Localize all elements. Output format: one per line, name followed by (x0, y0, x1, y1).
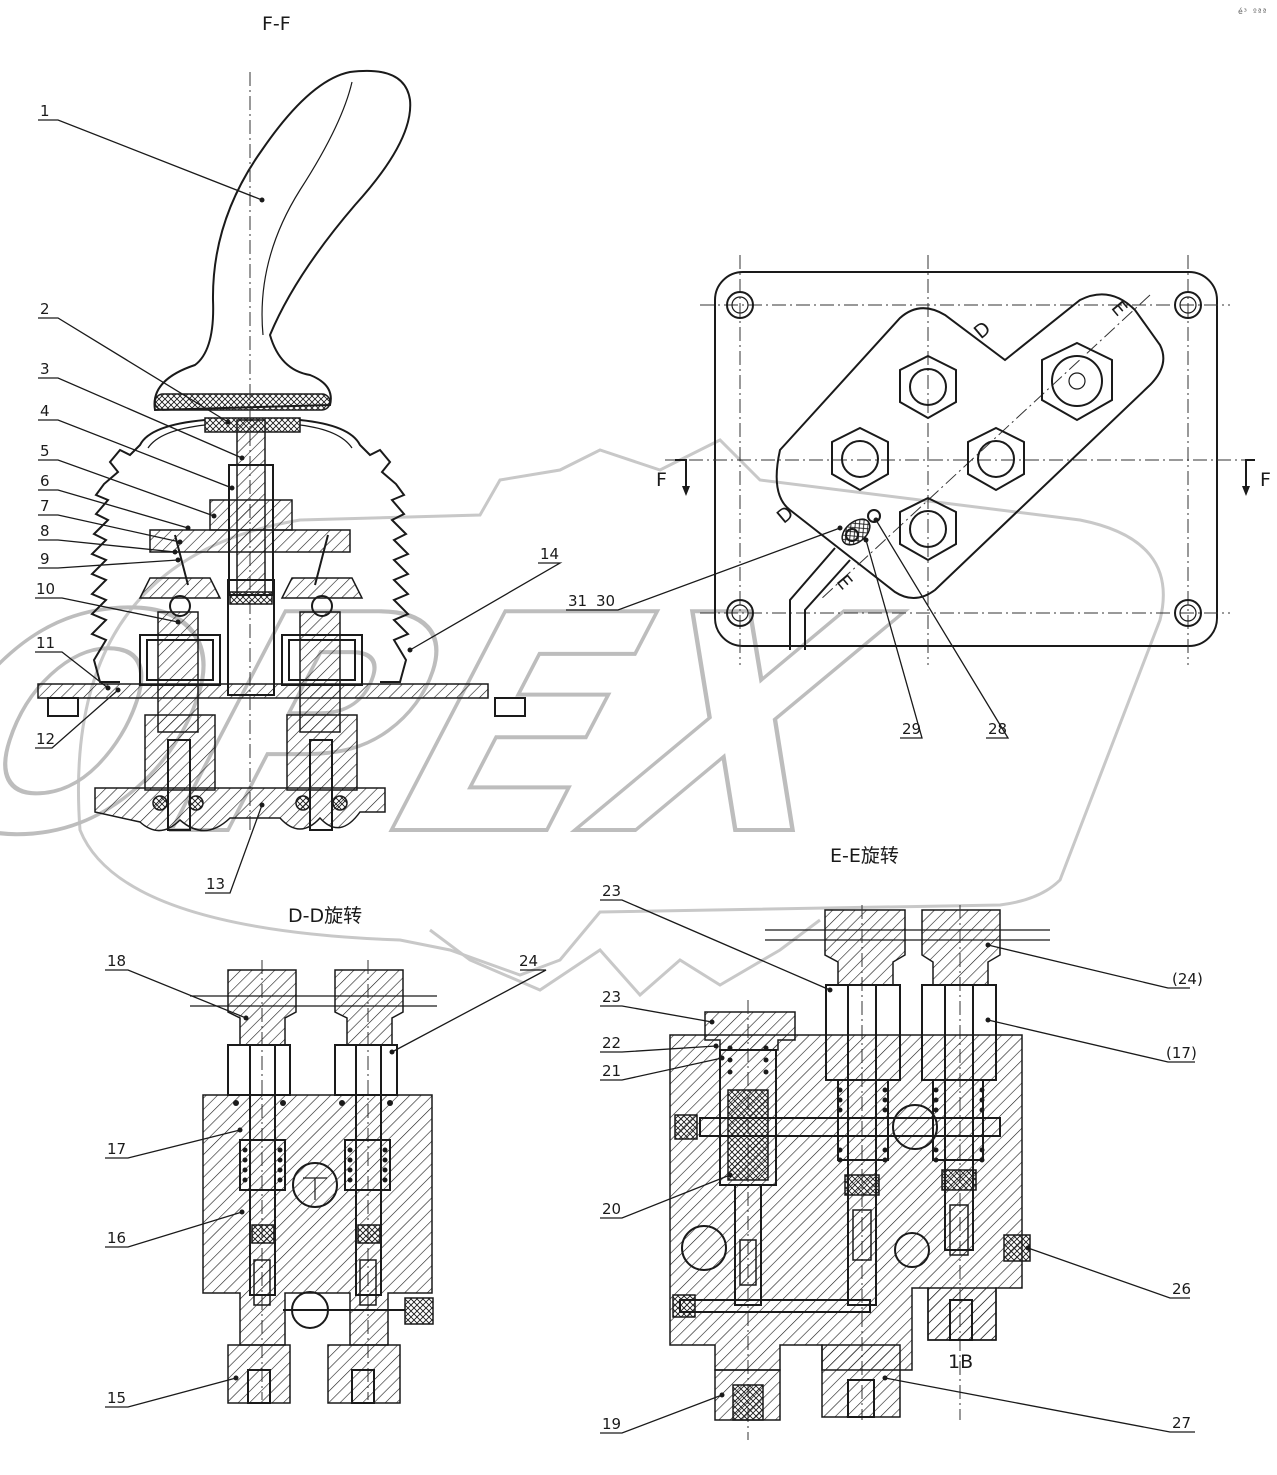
callout-2: 2 (40, 300, 50, 318)
view-marker-d-bottom: D (773, 502, 798, 528)
callout-30: 30 (596, 592, 615, 610)
callout-19: 19 (602, 1415, 621, 1433)
callouts: 1 2 3 4 5 6 7 8 9 10 11 12 13 (35, 102, 1203, 1434)
callout-16: 16 (107, 1229, 126, 1247)
callout-22: 22 (602, 1034, 621, 1052)
callout-9: 9 (40, 550, 50, 568)
callout-4: 4 (40, 402, 50, 420)
callout-13: 13 (206, 875, 225, 893)
section-ee-valve: E-E旋转 (669, 845, 1050, 1440)
callout-11: 11 (36, 634, 55, 652)
view-marker-e-top: E (1107, 297, 1132, 320)
section-dd-valve: D-D旋转 (190, 905, 437, 1404)
callout-20: 20 (602, 1200, 621, 1218)
callout-17: 17 (107, 1140, 126, 1158)
callout-5: 5 (40, 442, 50, 460)
view-marker-d-top: D (970, 317, 995, 343)
watermark-text: OPEX (0, 551, 924, 901)
rubber-bellows (90, 419, 410, 683)
section-ff-joystick: F-F (37, 13, 526, 832)
port-label-1b: 1B (948, 1351, 973, 1373)
callout-23: 23 (602, 988, 621, 1006)
section-title-ff: F-F (262, 13, 291, 35)
callout-3: 3 (40, 360, 50, 378)
top-view-plate: F F D D E E (656, 255, 1271, 665)
callout-6: 6 (40, 472, 50, 490)
callout-24-paren: 24 (519, 952, 538, 970)
callout-17-paren: (17) (1166, 1044, 1197, 1062)
callout-24: 23 (602, 882, 621, 900)
callout-25: (24) (1172, 970, 1203, 988)
callout-27: 27 (1172, 1414, 1191, 1432)
callout-28: 28 (988, 720, 1007, 738)
callout-29: 29 (902, 720, 921, 738)
callout-7: 7 (40, 497, 50, 515)
port-hex-3 (967, 426, 1025, 492)
callout-14: 14 (540, 545, 559, 563)
corner-mark: é³ ºªª (1238, 6, 1267, 16)
callout-15: 15 (107, 1389, 126, 1407)
port-hex-2 (831, 426, 889, 492)
callout-21: 21 (602, 1062, 621, 1080)
joystick-handle (153, 69, 412, 412)
callout-26: 26 (1172, 1280, 1191, 1298)
callout-12: 12 (36, 730, 55, 748)
callout-10: 10 (36, 580, 55, 598)
port-hex-big (1041, 341, 1113, 422)
callout-1: 1 (40, 102, 50, 120)
callout-31: 31 (568, 592, 587, 610)
port-hex-1 (899, 354, 957, 420)
view-marker-f-right: F (1260, 469, 1271, 491)
section-title-dd: D-D旋转 (288, 905, 362, 927)
view-marker-f-left: F (656, 469, 667, 491)
port-hex-4 (899, 496, 957, 562)
section-title-ee: E-E旋转 (830, 845, 899, 867)
callout-8: 8 (40, 522, 50, 540)
callout-18: 18 (107, 952, 126, 970)
